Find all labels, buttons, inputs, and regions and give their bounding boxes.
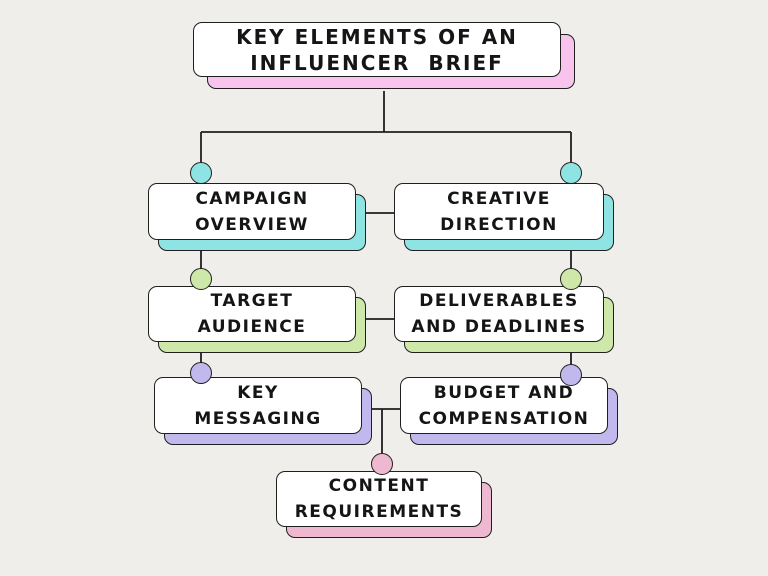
node-label-line-1: Target xyxy=(210,291,294,311)
title-line-1: Key Elements of an xyxy=(236,24,518,49)
connector-dot xyxy=(560,364,582,386)
node-face: Content Requirements xyxy=(276,471,482,527)
title-box: Key Elements of an Influencer Brief xyxy=(193,22,575,89)
node-label-line-1: Content xyxy=(328,476,430,496)
node-face: Deliverables and Deadlines xyxy=(394,286,604,342)
connector-dot xyxy=(190,268,212,290)
node-creative-direction: Creative Direction xyxy=(394,183,614,251)
node-label-line-1: Creative xyxy=(447,188,551,209)
node-content-requirements: Content Requirements xyxy=(276,471,492,538)
node-label-line-1: Key xyxy=(237,382,279,403)
node-face: Campaign Overview xyxy=(148,183,356,240)
title-face: Key Elements of an Influencer Brief xyxy=(193,22,561,77)
node-label-line-2: Requirements xyxy=(294,502,464,522)
node-label-line-2: Direction xyxy=(440,214,558,235)
node-label-line-1: Deliverables xyxy=(419,291,579,311)
connector-dot xyxy=(371,453,393,475)
connector-dot xyxy=(560,268,582,290)
node-target-audience: Target Audience xyxy=(148,286,366,353)
node-face: Target Audience xyxy=(148,286,356,342)
connector-dot xyxy=(190,362,212,384)
node-label-line-2: Overview xyxy=(195,214,309,235)
node-budget-compensation: Budget and Compensation xyxy=(400,377,618,445)
node-deliverables-deadlines: Deliverables and Deadlines xyxy=(394,286,614,353)
node-label-line-2: Audience xyxy=(197,317,307,337)
node-face: Budget and Compensation xyxy=(400,377,608,434)
node-face: Key Messaging xyxy=(154,377,362,434)
node-campaign-overview: Campaign Overview xyxy=(148,183,366,251)
node-key-messaging: Key Messaging xyxy=(154,377,372,445)
node-label-line-1: Campaign xyxy=(195,188,309,209)
connector-dot xyxy=(560,162,582,184)
node-label-line-2: Messaging xyxy=(194,408,322,429)
title-line-2: Influencer Brief xyxy=(250,50,504,75)
node-label-line-1: Budget and xyxy=(433,382,575,403)
node-label-line-2: Compensation xyxy=(418,408,590,429)
connector-dot xyxy=(190,162,212,184)
node-label-line-2: and Deadlines xyxy=(411,317,587,337)
node-face: Creative Direction xyxy=(394,183,604,240)
